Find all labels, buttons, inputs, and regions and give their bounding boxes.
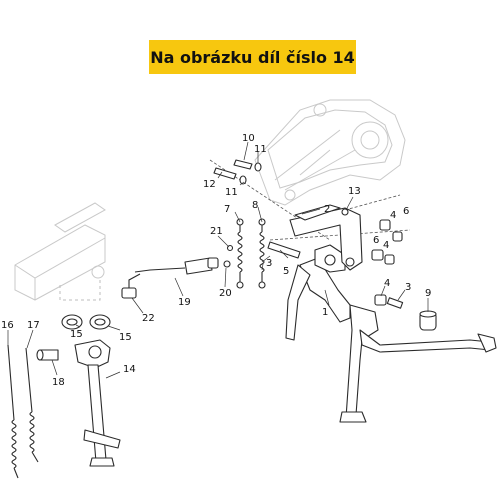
callout-20: 20 bbox=[219, 288, 232, 299]
callout-11: 11 bbox=[225, 187, 238, 198]
part-22-connector bbox=[121, 273, 141, 299]
part-7-8-springs bbox=[236, 218, 266, 289]
part-16-17-springs bbox=[7, 344, 39, 479]
callout-21: 21 bbox=[210, 226, 223, 237]
callout-3: 3 bbox=[266, 258, 272, 269]
callout-13: 13 bbox=[348, 186, 361, 197]
callout-9: 9 bbox=[425, 288, 431, 299]
part-19-switch-cable bbox=[134, 244, 234, 275]
part-10-11-12-bolts bbox=[213, 159, 262, 185]
callout-4: 4 bbox=[383, 240, 389, 251]
ghost-frame-bracket bbox=[254, 99, 406, 206]
callout-11: 11 bbox=[254, 144, 267, 155]
callout-7: 7 bbox=[224, 204, 230, 215]
callout-5: 5 bbox=[283, 266, 289, 277]
part-2-pivot-arm bbox=[289, 204, 363, 271]
callout-22: 22 bbox=[142, 313, 155, 324]
callout-1: 1 bbox=[322, 307, 328, 318]
callout-leaders bbox=[7, 141, 429, 379]
callout-14: 14 bbox=[123, 364, 136, 375]
callout-8: 8 bbox=[252, 200, 258, 211]
callout-10: 10 bbox=[242, 133, 255, 144]
callout-19: 19 bbox=[178, 297, 191, 308]
callout-16: 16 bbox=[1, 320, 14, 331]
callout-17: 17 bbox=[27, 320, 40, 331]
part-9-rubber-buffer bbox=[419, 310, 437, 331]
callout-15: 15 bbox=[119, 332, 132, 343]
callout-4: 4 bbox=[390, 210, 396, 221]
callout-12: 12 bbox=[203, 179, 216, 190]
callout-4: 4 bbox=[384, 278, 390, 289]
callout-labels: 10 11 12 11 13 2 7 8 4 6 6 4 21 3 5 1 4 … bbox=[1, 133, 431, 388]
part-3-bolts bbox=[267, 241, 404, 309]
callout-6: 6 bbox=[373, 235, 379, 246]
callout-2: 2 bbox=[324, 204, 330, 215]
part-15-grommets bbox=[61, 314, 111, 330]
part-1-centre-stand bbox=[285, 244, 497, 423]
part-4-6-bushings bbox=[341, 208, 403, 306]
part-number-banner: Na obrázku díl číslo 14 bbox=[149, 40, 356, 74]
callout-6: 6 bbox=[403, 206, 409, 217]
callout-3: 3 bbox=[405, 282, 411, 293]
ghost-footrest bbox=[14, 202, 106, 301]
callout-15: 15 bbox=[70, 329, 83, 340]
callout-18: 18 bbox=[52, 377, 65, 388]
part-14-side-stand bbox=[74, 339, 121, 467]
part-18-pin bbox=[36, 349, 59, 361]
banner-text: Na obrázku díl číslo 14 bbox=[150, 47, 355, 67]
